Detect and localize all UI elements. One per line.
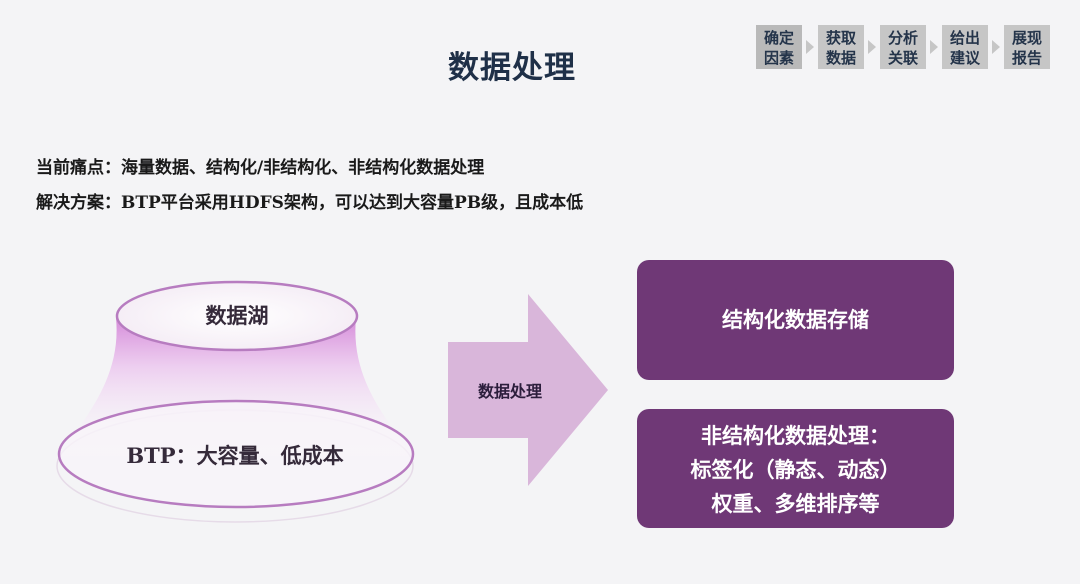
arrow-shape — [448, 294, 608, 486]
step-4[interactable]: 给出 建议 — [942, 25, 988, 69]
structured-storage-box: 结构化数据存储 — [637, 260, 954, 380]
step-arrow-icon — [992, 40, 1000, 54]
unstructured-processing-box: 非结构化数据处理： 标签化（静态、动态） 权重、多维排序等 — [637, 409, 954, 528]
process-steps: 确定 因素 获取 数据 分析 关联 给出 建议 展现 报告 — [756, 24, 1050, 70]
step-5[interactable]: 展现 报告 — [1004, 25, 1050, 69]
unstructured-line-2: 标签化（静态、动态） — [690, 457, 901, 482]
solution-text: 解决方案：BTP平台采用HDFS架构，可以达到大容量PB级，且成本低 — [36, 193, 584, 213]
step-3[interactable]: 分析 关联 — [880, 25, 926, 69]
page-title: 数据处理 — [448, 50, 576, 86]
cone-bottom-ellipse — [57, 399, 415, 509]
cone-top-ellipse — [115, 280, 359, 352]
step-2[interactable]: 获取 数据 — [818, 25, 864, 69]
arrow-label: 数据处理 — [477, 382, 542, 401]
step-arrow-icon — [806, 40, 814, 54]
data-lake-label: 数据湖 — [205, 303, 269, 328]
step-arrow-icon — [868, 40, 876, 54]
step-1[interactable]: 确定 因素 — [756, 25, 802, 69]
unstructured-line-1: 非结构化数据处理： — [701, 423, 890, 448]
pain-points-text: 当前痛点：海量数据、结构化/非结构化、非结构化数据处理 — [36, 158, 485, 178]
step-arrow-icon — [930, 40, 938, 54]
data-lake-cone-graphic — [56, 280, 415, 523]
btp-label: BTP：大容量、低成本 — [126, 443, 344, 468]
process-arrow-graphic — [448, 294, 608, 486]
unstructured-line-3: 权重、多维排序等 — [711, 491, 880, 516]
